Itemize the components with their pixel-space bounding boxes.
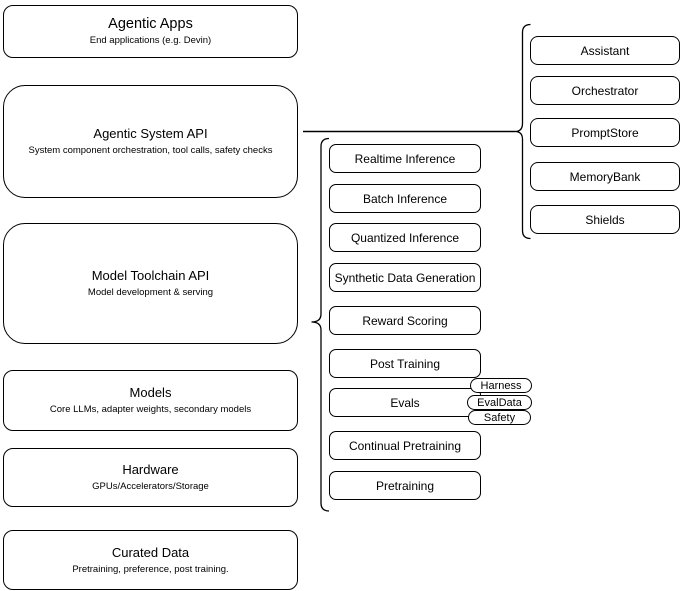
node-label: MemoryBank bbox=[569, 169, 641, 184]
node-synthetic-data-generation: Synthetic Data Generation bbox=[329, 263, 481, 292]
node-curated-data: Curated Data Pretraining, preference, po… bbox=[3, 530, 298, 590]
node-label: Realtime Inference bbox=[354, 151, 456, 166]
node-batch-inference: Batch Inference bbox=[329, 184, 481, 213]
tag-label: Safety bbox=[483, 411, 516, 424]
node-reward-scoring: Reward Scoring bbox=[329, 306, 481, 335]
node-hardware: Hardware GPUs/Accelerators/Storage bbox=[3, 448, 298, 507]
node-title: Curated Data bbox=[111, 544, 190, 560]
node-subtitle: GPUs/Accelerators/Storage bbox=[92, 481, 209, 492]
node-subtitle: End applications (e.g. Devin) bbox=[89, 35, 212, 46]
node-title: Hardware bbox=[122, 462, 179, 477]
node-subtitle: Model development & serving bbox=[87, 287, 214, 298]
node-pretraining: Pretraining bbox=[329, 471, 481, 500]
node-label: Shields bbox=[585, 212, 625, 227]
node-title: Models bbox=[129, 385, 172, 400]
node-realtime-inference: Realtime Inference bbox=[329, 144, 481, 173]
node-label: Quantized Inference bbox=[350, 230, 460, 245]
node-continual-pretraining: Continual Pretraining bbox=[329, 431, 481, 460]
node-title: Agentic System API bbox=[93, 126, 208, 141]
node-quantized-inference: Quantized Inference bbox=[329, 223, 481, 252]
node-evals: Evals bbox=[329, 388, 481, 417]
node-label: Post Training bbox=[369, 356, 441, 371]
node-shields: Shields bbox=[530, 205, 680, 234]
node-model-toolchain-api: Model Toolchain API Model development & … bbox=[3, 223, 298, 344]
node-subtitle: Pretraining, preference, post training. bbox=[72, 563, 229, 575]
tag-label: Harness bbox=[480, 379, 522, 392]
node-orchestrator: Orchestrator bbox=[530, 76, 680, 105]
tag-label: EvalData bbox=[477, 396, 522, 409]
node-title: Agentic Apps bbox=[108, 16, 193, 32]
tag-safety: Safety bbox=[468, 410, 531, 425]
tag-harness: Harness bbox=[470, 378, 532, 393]
node-subtitle: System component orchestration, tool cal… bbox=[28, 145, 273, 156]
node-models: Models Core LLMs, adapter weights, secon… bbox=[3, 370, 298, 431]
tag-evaldata: EvalData bbox=[467, 395, 532, 410]
node-label: Assistant bbox=[580, 43, 630, 58]
node-label: Continual Pretraining bbox=[348, 438, 462, 453]
node-label: Reward Scoring bbox=[362, 313, 448, 328]
node-post-training: Post Training bbox=[329, 349, 481, 378]
node-agentic-system-api: Agentic System API System component orch… bbox=[3, 85, 298, 198]
node-label: PromptStore bbox=[571, 125, 639, 140]
node-label: Orchestrator bbox=[571, 83, 639, 98]
node-agentic-apps: Agentic Apps End applications (e.g. Devi… bbox=[3, 5, 298, 58]
brace-model-toolchain-group bbox=[311, 137, 330, 512]
node-title: Model Toolchain API bbox=[91, 268, 210, 283]
node-promptstore: PromptStore bbox=[530, 118, 680, 147]
node-label: Pretraining bbox=[375, 478, 435, 493]
brace-agentic-system-group bbox=[514, 23, 531, 240]
node-assistant: Assistant bbox=[530, 36, 680, 65]
node-label: Batch Inference bbox=[362, 191, 448, 206]
node-memorybank: MemoryBank bbox=[530, 162, 680, 191]
node-subtitle: Core LLMs, adapter weights, secondary mo… bbox=[49, 404, 252, 415]
node-label: Evals bbox=[390, 395, 420, 410]
node-label: Synthetic Data Generation bbox=[334, 270, 476, 285]
